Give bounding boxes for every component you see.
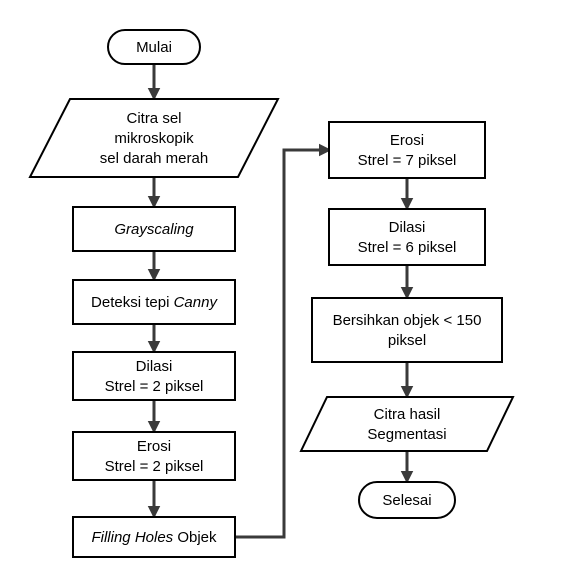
io-shape <box>28 98 280 178</box>
process-shape <box>72 279 236 325</box>
process-shape <box>328 208 486 266</box>
terminal-shape <box>107 29 201 65</box>
filling-label-line-1: Filling Holes Objek <box>91 529 217 546</box>
node-input: Citra sel mikroskopik sel darah merah <box>28 98 280 178</box>
process-shape <box>72 516 236 558</box>
terminal-shape <box>358 481 456 519</box>
erosi1-label-line-2: Strel = 2 piksel <box>105 458 204 475</box>
grayscaling-label-line-1: Grayscaling <box>114 221 194 238</box>
process-shape <box>72 351 236 401</box>
end-label-line-1: Selesai <box>382 492 431 509</box>
input-label-line-3: sel darah merah <box>100 150 208 167</box>
input-label-line-2: mikroskopik <box>114 130 194 147</box>
dilasi1-label-line-2: Strel = 2 piksel <box>105 378 204 395</box>
node-grayscaling: Grayscaling <box>72 206 236 252</box>
input-label-line-1: Citra sel <box>126 110 181 127</box>
output-label-line-2: Segmentasi <box>367 426 446 443</box>
start-label-line-1: Mulai <box>136 39 172 56</box>
node-end: Selesai <box>358 481 456 519</box>
node-bersihkan: Bersihkan objek < 150 piksel <box>311 297 503 363</box>
node-filling: Filling Holes Objek <box>72 516 236 558</box>
bersihkan-label-line-1: Bersihkan objek < 150 <box>333 312 482 329</box>
canny-label-line-1: Deteksi tepi Canny <box>91 294 218 311</box>
erosi1-label-line-1: Erosi <box>137 438 171 455</box>
connector-layer <box>147 64 414 539</box>
erosi2-label-line-2: Strel = 7 piksel <box>358 152 457 169</box>
dilasi2-label-line-1: Dilasi <box>389 219 426 236</box>
erosi2-label-line-1: Erosi <box>390 132 424 149</box>
output-label-line-1: Citra hasil <box>374 406 441 423</box>
bersihkan-label-line-2: piksel <box>388 332 426 349</box>
node-start: Mulai <box>107 29 201 65</box>
process-shape <box>72 431 236 481</box>
arrow-filling-to-erosi2 <box>235 143 332 539</box>
process-shape <box>72 206 236 252</box>
io-shape <box>299 396 515 452</box>
dilasi2-label-line-2: Strel = 6 piksel <box>358 239 457 256</box>
process-shape <box>311 297 503 363</box>
node-canny: Deteksi tepi Canny <box>72 279 236 325</box>
dilasi1-label-line-1: Dilasi <box>136 358 173 375</box>
process-shape <box>328 121 486 179</box>
